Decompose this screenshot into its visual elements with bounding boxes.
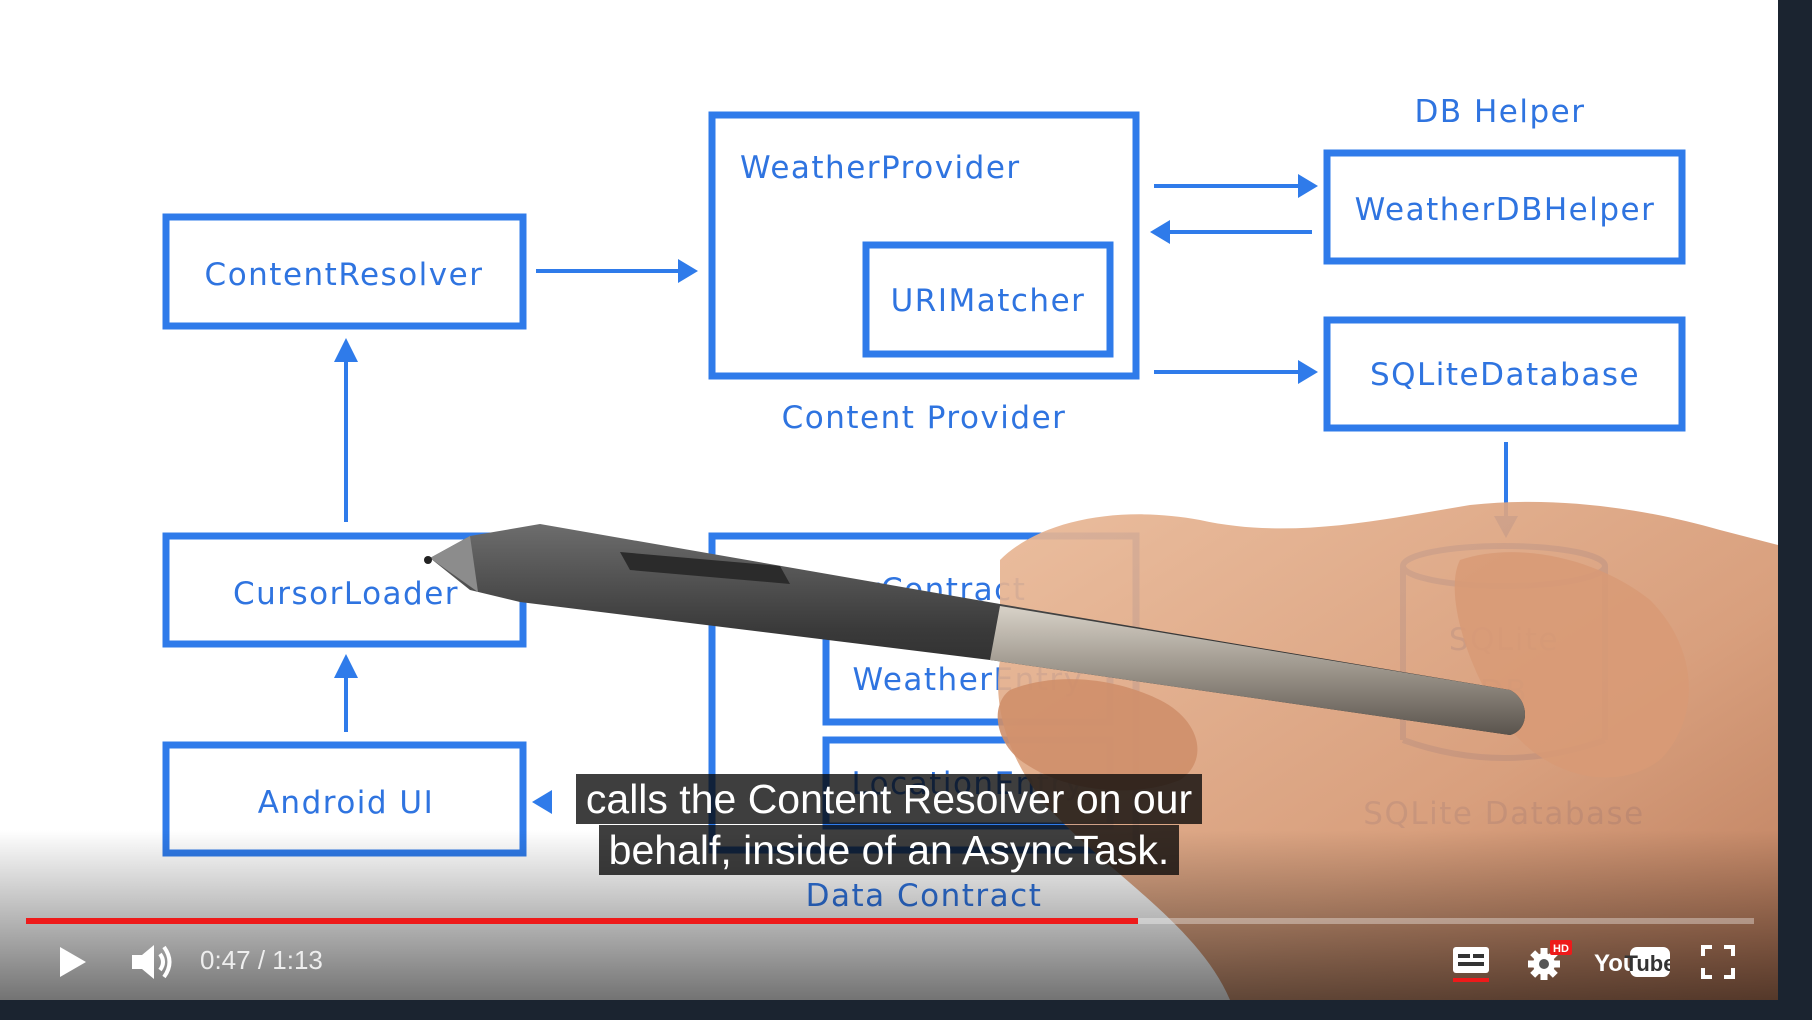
video-player[interactable]: ContentResolver WeatherProvider URIMatch… <box>0 0 1778 1000</box>
play-icon <box>60 947 86 977</box>
sqlite-db-line1: SQLite <box>1449 622 1559 658</box>
weather-contract-label: WeatherContract <box>740 572 1026 608</box>
current-time: 0:47 <box>200 945 251 975</box>
sqlite-database-box <box>1323 316 1686 432</box>
fullscreen-button[interactable] <box>1700 944 1736 980</box>
sqlite-database-label: SQLiteDatabase <box>1370 357 1640 393</box>
settings-button[interactable]: HD <box>1526 940 1574 984</box>
settings-icon: HD <box>1528 940 1572 980</box>
uri-matcher-box <box>862 241 1114 358</box>
weather-provider-label: WeatherProvider <box>740 150 1021 186</box>
progress-played <box>26 918 1139 924</box>
arrowhead-provider-to-sqlite <box>1298 360 1318 384</box>
caption-line-1: calls the Content Resolver on our <box>575 774 1203 824</box>
cursor-loader-label: CursorLoader <box>233 576 459 612</box>
arrowhead-ui-to-loader <box>334 654 358 678</box>
arrowhead-provider-to-helper <box>1298 174 1318 198</box>
caption-panel: calls the Content Resolver on our behalf… <box>0 774 1778 876</box>
play-button[interactable] <box>52 942 92 982</box>
arrowhead-to-android-ui <box>532 790 552 814</box>
arrowhead-sqlite-to-db <box>1494 516 1518 538</box>
youtube-logo[interactable]: You Tube <box>1594 944 1675 980</box>
volume-icon <box>132 945 172 979</box>
progress-bar[interactable] <box>26 918 1754 924</box>
fullscreen-icon <box>1701 945 1735 979</box>
caption-line-2: behalf, inside of an AsyncTask. <box>598 825 1180 875</box>
duration: 1:13 <box>272 945 323 975</box>
control-bar: 0:47 / 1:13 <box>0 928 1778 998</box>
uri-matcher-label: URIMatcher <box>891 283 1086 319</box>
data-contract-caption: Data Contract <box>806 878 1043 914</box>
volume-button[interactable] <box>128 941 176 983</box>
subtitles-button[interactable] <box>1452 944 1490 984</box>
sqlite-db-line2: DB <box>1480 674 1528 710</box>
time-display: 0:47 / 1:13 <box>200 945 323 976</box>
weather-db-helper-label: WeatherDBHelper <box>1355 192 1656 228</box>
arrowhead-resolver-to-provider <box>678 259 698 283</box>
arrowhead-loader-to-resolver <box>334 338 358 362</box>
arrowhead-helper-to-provider <box>1150 220 1170 244</box>
weather-provider-box <box>708 111 1140 380</box>
hd-badge: HD <box>1553 943 1569 955</box>
weather-entry-label: WeatherEntry <box>852 662 1083 698</box>
content-resolver-label: ContentResolver <box>205 257 484 293</box>
subtitles-icon <box>1453 947 1489 982</box>
weather-db-helper-box <box>1323 149 1686 265</box>
logo-tube: Tube <box>1625 951 1670 976</box>
time-separator: / <box>250 945 273 975</box>
android-ui-label: Android UI <box>258 785 435 821</box>
content-resolver-box <box>162 213 527 330</box>
content-provider-caption: Content Provider <box>782 400 1067 436</box>
db-helper-caption: DB Helper <box>1415 94 1586 130</box>
